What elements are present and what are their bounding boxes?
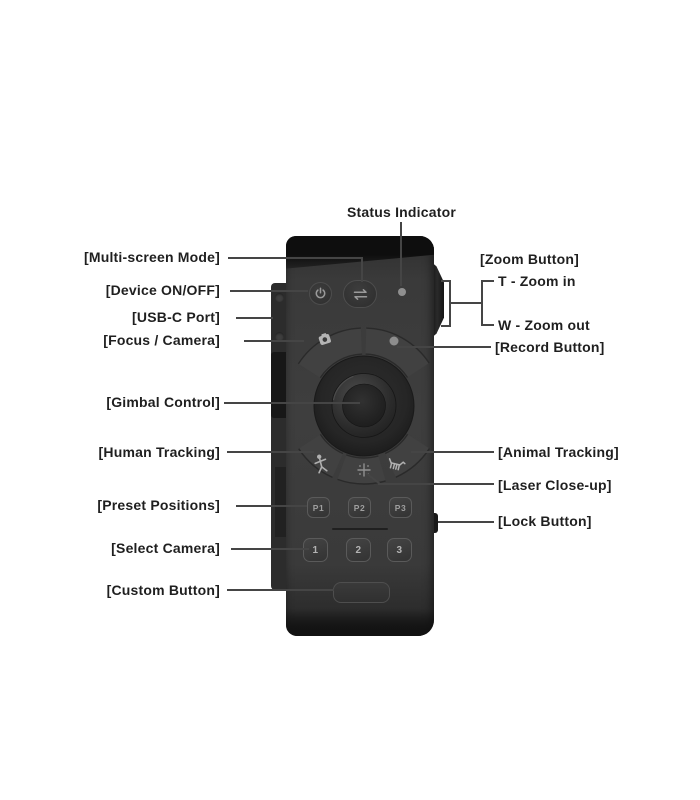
- connector-select-camera: [231, 548, 309, 550]
- zoom-tick-wide: [481, 324, 494, 326]
- label-usb-c-port: [USB-C Port]: [132, 309, 220, 325]
- custom-button: [333, 582, 390, 603]
- crosshair-icon: [357, 463, 371, 477]
- zoom-bracket-mid: [451, 302, 482, 304]
- connector-human-tracking: [227, 451, 314, 453]
- connector-preset: [236, 505, 307, 507]
- connector-lock: [438, 521, 494, 523]
- connector-multi-screen: [228, 257, 362, 259]
- connector-laser: [378, 483, 494, 485]
- power-icon: [315, 287, 326, 299]
- connector-usb-c: [236, 317, 273, 319]
- rail-notch: [275, 293, 284, 302]
- power-button: [309, 282, 332, 305]
- connector-gimbal: [224, 402, 360, 404]
- label-lock-button: [Lock Button]: [498, 513, 592, 529]
- connector-multi-screen-drop: [361, 257, 363, 282]
- arc-band-outer-edge: [285, 327, 443, 485]
- label-zoom-tele: T - Zoom in: [498, 273, 576, 289]
- label-custom-button: [Custom Button]: [106, 582, 220, 598]
- label-animal-tracking: [Animal Tracking]: [498, 444, 619, 460]
- remote-bottom-cap: [286, 608, 434, 636]
- connector-focus-camera: [244, 340, 304, 342]
- label-preset-positions: [Preset Positions]: [97, 497, 220, 513]
- rail-notch: [275, 332, 284, 341]
- preset-button-p3: P3: [389, 497, 412, 518]
- camera-icon: [318, 333, 331, 345]
- control-ring: [285, 327, 443, 485]
- label-record-button: [Record Button]: [495, 339, 605, 355]
- connector-status: [400, 222, 402, 286]
- dog-icon: [388, 458, 406, 471]
- label-zoom-button: [Zoom Button]: [480, 251, 580, 267]
- lock-button: [431, 513, 438, 533]
- status-indicator-dot: [398, 288, 406, 296]
- zoom-bracket-right: [481, 280, 483, 326]
- connector-record: [397, 346, 491, 348]
- camera-button-2: 2: [346, 538, 371, 562]
- arc-band-inner-edge: [311, 353, 417, 459]
- preset-button-p1: P1: [307, 497, 330, 518]
- usb-c-port-slot: [271, 352, 286, 418]
- label-status-indicator: Status Indicator: [347, 204, 456, 220]
- button-row-divider: [332, 528, 388, 530]
- label-zoom-wide: W - Zoom out: [498, 317, 590, 333]
- joystick-top: [342, 383, 386, 428]
- label-device-on-off: [Device ON/OFF]: [105, 282, 220, 298]
- label-focus-camera: [Focus / Camera]: [103, 332, 220, 348]
- record-dot-icon: [389, 336, 399, 346]
- multi-screen-button: [343, 280, 377, 308]
- zoom-bracket-left-tick-bottom: [441, 325, 451, 327]
- camera-button-3: 3: [387, 538, 412, 562]
- remote-control-body: P1 P2 P3 1 2 3: [285, 236, 443, 636]
- label-laser-closeup: [Laser Close-up]: [498, 477, 612, 493]
- label-human-tracking: [Human Tracking]: [98, 444, 220, 460]
- zoom-bracket-left: [449, 280, 451, 327]
- person-icon: [314, 454, 328, 474]
- label-select-camera: [Select Camera]: [111, 540, 220, 556]
- connector-device-on-off: [230, 290, 308, 292]
- connector-custom: [227, 589, 334, 591]
- zoom-bracket-left-tick-top: [441, 280, 451, 282]
- connector-animal: [411, 451, 494, 453]
- label-multi-screen-mode: [Multi-screen Mode]: [83, 249, 220, 265]
- preset-button-p2: P2: [348, 497, 371, 518]
- label-gimbal-control: [Gimbal Control]: [106, 394, 220, 410]
- swap-arrows-icon: [353, 288, 367, 300]
- usb-c-port-rail: [271, 283, 287, 590]
- rail-slot: [275, 467, 287, 537]
- zoom-tick-tele: [481, 280, 494, 282]
- camera-button-1: 1: [303, 538, 328, 562]
